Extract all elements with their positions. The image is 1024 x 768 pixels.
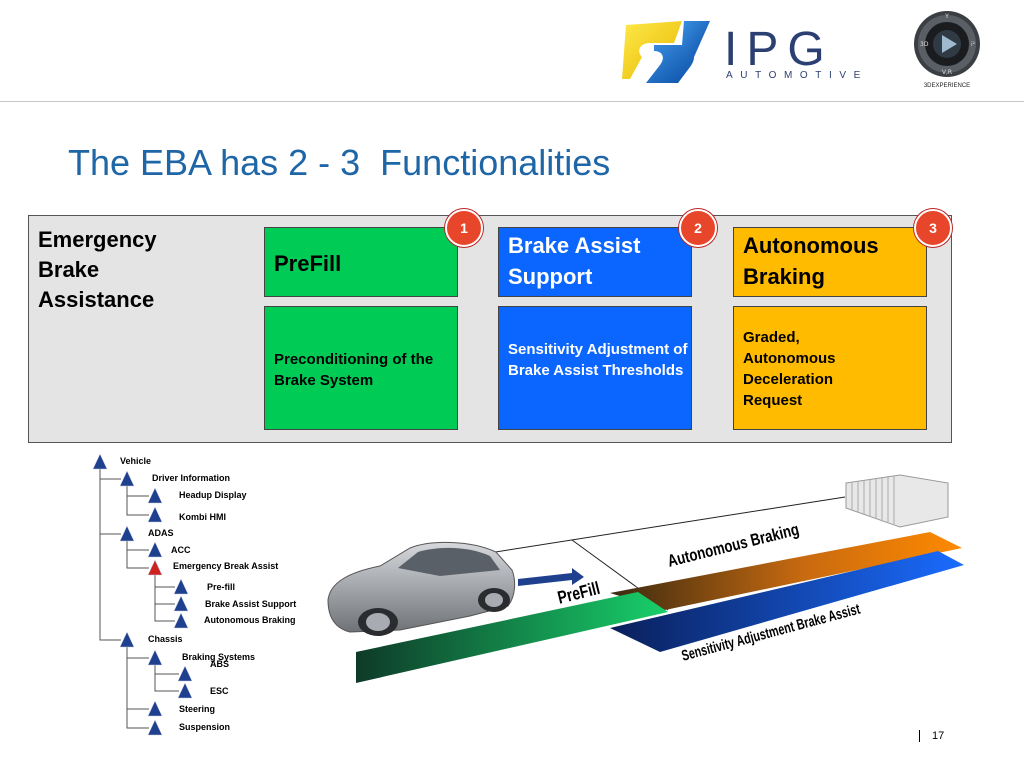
tree-connector [126, 647, 149, 659]
tree-connector [99, 469, 121, 480]
tree-node-triangle-icon[interactable] [177, 682, 193, 699]
svg-text:Y: Y [944, 13, 949, 20]
tree-node-triangle-icon[interactable] [147, 700, 163, 717]
header-divider [0, 101, 1024, 102]
tree-node-triangle-icon[interactable] [147, 541, 163, 558]
tree-node-triangle-icon[interactable] [147, 649, 163, 666]
tree-node-triangle-icon[interactable] [119, 631, 135, 648]
tree-connector [154, 575, 175, 605]
tree-node-triangle-icon[interactable] [147, 506, 163, 523]
tree-node-label[interactable]: Braking Systems [182, 652, 256, 662]
tree-connector [154, 665, 179, 692]
tree-node-label[interactable]: ADAS [148, 528, 174, 538]
tree-connector [99, 469, 121, 641]
tree-node-label[interactable]: Steering [179, 704, 216, 714]
brake-assist-description-box: Sensitivity Adjustment of Brake Assist T… [498, 306, 692, 430]
svg-text:i²: i² [971, 41, 976, 48]
tree-connector [126, 541, 149, 551]
tree-node-label[interactable]: Suspension [179, 722, 231, 732]
seal-caption: 3DEXPERIENCE [923, 83, 971, 89]
brake-assist-description: Sensitivity Adjustment of Brake Assist T… [508, 341, 688, 379]
brand-wordmark: IPG [724, 23, 834, 76]
panel-heading: Emergency Brake Assistance [38, 227, 157, 312]
tree-connector [154, 575, 175, 588]
barrier-block [845, 474, 949, 528]
tree-connector [126, 647, 149, 710]
tree-node-triangle-icon[interactable] [119, 525, 135, 542]
tree-node-label[interactable]: Pre-fill [207, 582, 236, 592]
autonomous-braking-title: Autonomous Braking [743, 233, 879, 289]
tree-node-label[interactable]: Driver Information [152, 473, 231, 483]
step-badge-2: 2 [679, 209, 717, 247]
svg-text:3D: 3D [920, 41, 929, 48]
tree-node-label[interactable]: ABS [210, 659, 230, 669]
tree-node-triangle-icon[interactable] [173, 578, 189, 595]
autonomous-braking-description-box: Graded, Autonomous Deceleration Request [733, 306, 927, 430]
prefill-title-box: PreFill [264, 227, 458, 297]
brake-assist-title-box: Brake Assist Support [498, 227, 692, 297]
road-edge-top [469, 496, 846, 557]
sensitivity-band [610, 551, 964, 652]
prefill-title: PreFill [274, 251, 342, 276]
page-number: 17 [932, 730, 945, 742]
tree-connectors [92, 453, 193, 736]
footer-divider [919, 730, 920, 742]
autonomous-braking-band [610, 532, 962, 610]
step-badge-1: 1 [445, 209, 483, 247]
tree-node-label[interactable]: ACC [171, 545, 191, 555]
3dexperience-seal-icon: Y 3D i² V,R [914, 11, 980, 77]
tree-connector [126, 486, 149, 497]
tree-node-label[interactable]: Autonomous Braking [204, 615, 296, 625]
tree-connector [126, 647, 149, 729]
brake-assist-title: Brake Assist Support [508, 233, 641, 289]
step-badge-3: 3 [914, 209, 952, 247]
tree-node-triangle-icon[interactable] [92, 453, 108, 470]
tree-node-triangle-icon[interactable] [147, 559, 163, 576]
svg-text:V,R: V,R [942, 69, 952, 76]
tree-connector [126, 541, 149, 569]
tree-connector [154, 575, 175, 622]
tree-node-label[interactable]: Brake Assist Support [205, 599, 297, 609]
braking-illustration [327, 474, 964, 683]
car-illustration [327, 541, 516, 636]
tree-node-triangle-icon[interactable] [173, 612, 189, 629]
tree-node-label[interactable]: ESC [210, 686, 229, 696]
tree-node-triangle-icon[interactable] [173, 595, 189, 612]
tree-node-label[interactable]: Vehicle [120, 456, 152, 466]
tree-node-triangle-icon[interactable] [119, 470, 135, 487]
tree-connector [154, 665, 179, 675]
tree-node-label[interactable]: Chassis [148, 634, 183, 644]
tree-connector [126, 486, 149, 516]
prefill-description-box: Preconditioning of the Brake System [264, 306, 458, 430]
tree-node-label[interactable]: Kombi HMI [179, 512, 226, 522]
autonomous-braking-description: Graded, Autonomous Deceleration Request [743, 329, 836, 409]
brand-subtitle: AUTOMOTIVE [726, 70, 868, 81]
ipg-logo-mark-icon [622, 21, 710, 83]
slide-title: The EBA has 2 - 3 Functionalities [68, 142, 611, 183]
prefill-description: Preconditioning of the Brake System [274, 351, 434, 389]
tree-node-triangle-icon[interactable] [147, 719, 163, 736]
tree-node-triangle-icon[interactable] [177, 665, 193, 682]
barrier-ribs [851, 476, 895, 524]
tree-node-label[interactable]: Emergency Break Assist [173, 561, 279, 571]
tree-node-label[interactable]: Headup Display [179, 490, 247, 500]
autonomous-braking-title-box: Autonomous Braking [733, 227, 927, 297]
tree-node-triangle-icon[interactable] [147, 487, 163, 504]
prefill-band [356, 592, 668, 683]
motion-arrow [518, 568, 584, 586]
